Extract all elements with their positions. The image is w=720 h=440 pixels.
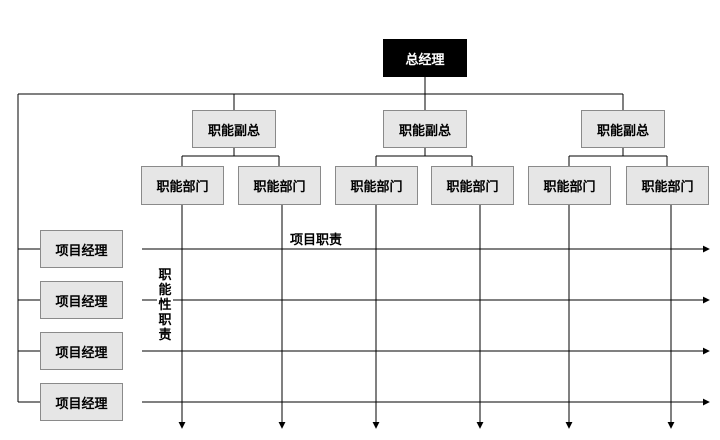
functional-duty-char: 职 — [158, 313, 172, 328]
department-node-4: 职能部门 — [431, 166, 514, 205]
department-node-5: 职能部门 — [528, 166, 611, 205]
functional-duty-char: 能 — [158, 283, 172, 298]
functional-duty-label: 职能性职责 — [157, 268, 173, 343]
vp-label: 职能副总 — [398, 123, 451, 139]
project-manager-node-3: 项目经理 — [40, 332, 123, 370]
project-manager-label: 项目经理 — [55, 243, 108, 259]
vp-node-3: 职能副总 — [581, 110, 665, 148]
functional-duty-char: 性 — [158, 298, 172, 313]
department-label: 职能部门 — [350, 180, 403, 195]
functional-duty-char: 责 — [158, 328, 172, 343]
department-label: 职能部门 — [253, 180, 306, 195]
department-node-6: 职能部门 — [626, 166, 709, 205]
vp-label: 职能副总 — [596, 123, 649, 139]
vp-label: 职能副总 — [207, 123, 260, 139]
project-manager-label: 项目经理 — [55, 396, 108, 412]
general-manager-label: 总经理 — [405, 52, 445, 68]
project-manager-label: 项目经理 — [55, 345, 108, 361]
department-node-1: 职能部门 — [141, 166, 224, 205]
project-manager-label: 项目经理 — [55, 294, 108, 310]
department-label: 职能部门 — [641, 180, 694, 195]
department-label: 职能部门 — [543, 180, 596, 195]
project-manager-node-2: 项目经理 — [40, 281, 123, 319]
department-node-2: 职能部门 — [238, 166, 321, 205]
department-node-3: 职能部门 — [335, 166, 418, 205]
project-manager-node-4: 项目经理 — [40, 383, 123, 421]
functional-duty-char: 职 — [158, 268, 172, 283]
department-label: 职能部门 — [446, 180, 499, 195]
vp-node-1: 职能副总 — [192, 110, 276, 148]
project-duty-label: 项目职责 — [290, 229, 343, 248]
general-manager-node: 总经理 — [383, 39, 467, 77]
vp-node-2: 职能副总 — [383, 110, 467, 148]
department-label: 职能部门 — [156, 180, 209, 195]
project-manager-node-1: 项目经理 — [40, 230, 123, 268]
